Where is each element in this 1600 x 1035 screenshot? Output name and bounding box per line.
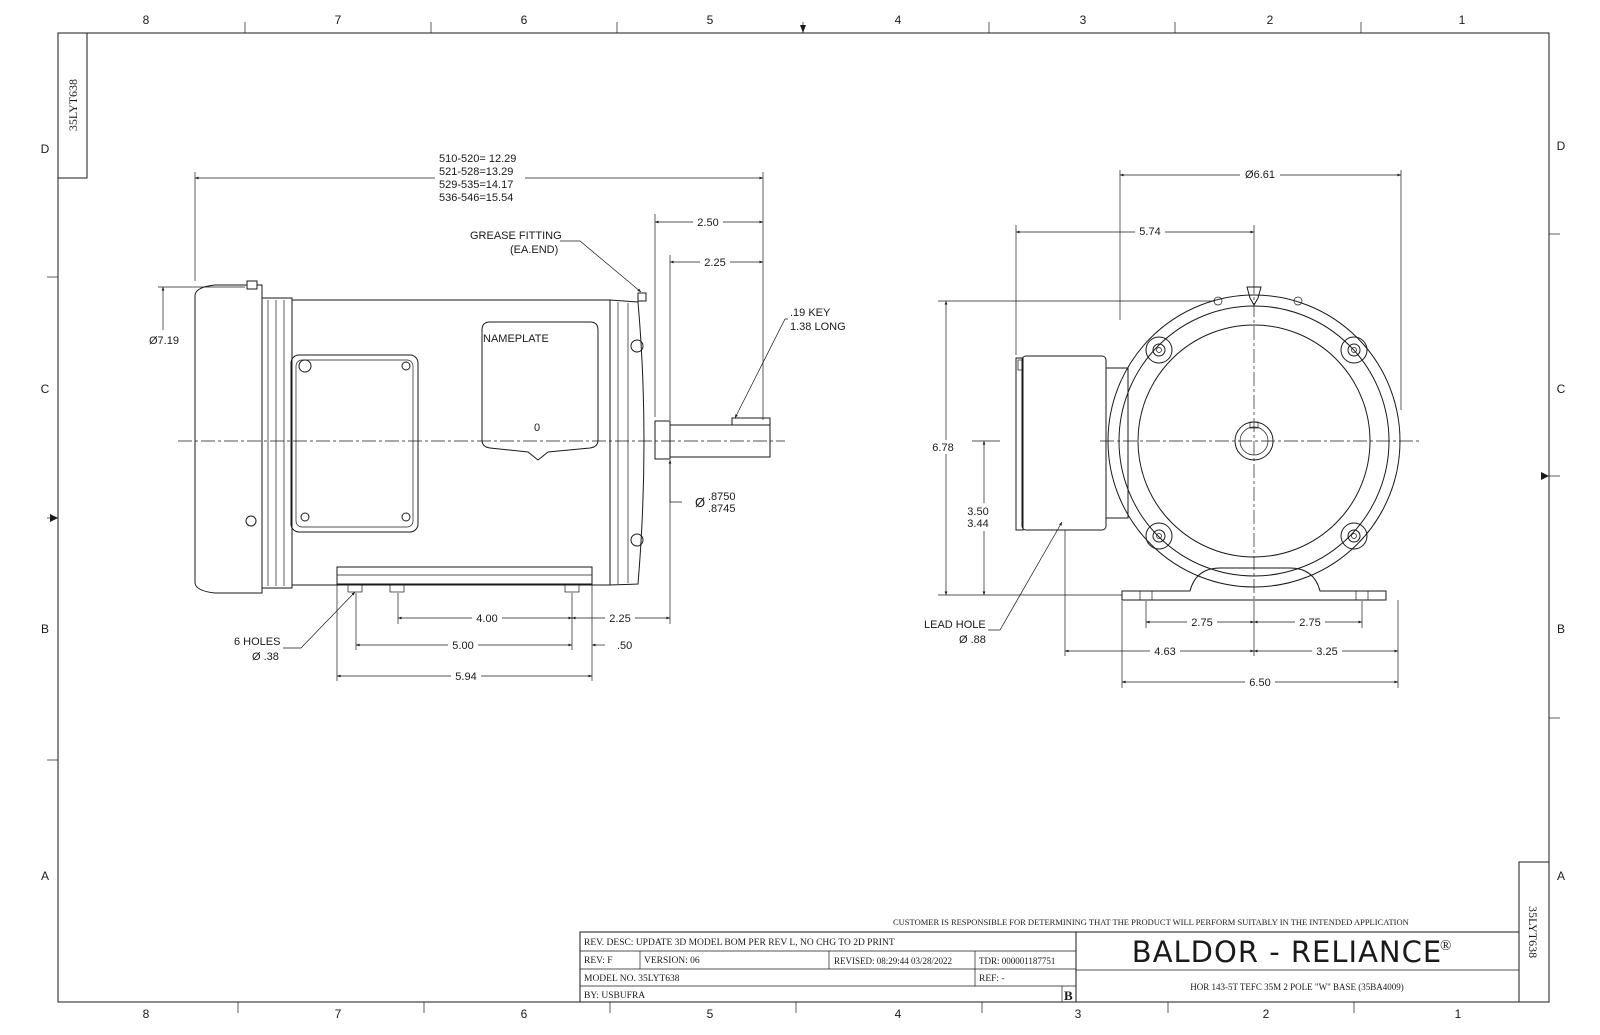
revised: REVISED: 08:29:44 03/28/2022 [834,956,952,966]
length-line-1: 510-520= 12.29 [439,153,516,165]
end-bell-circle [1137,324,1371,558]
dim-5-94: 5.94 [455,671,476,683]
zone-col-bottom-6: 3 [1075,1007,1082,1021]
rev: REV: F [584,956,613,966]
key-label-1: .19 KEY [790,307,831,319]
dim-2-25-bottom: 2.25 [609,613,630,625]
length-line-3: 529-535=14.17 [439,179,513,191]
brand-registered: ® [1440,938,1451,954]
zone-col-bottom-3: 6 [521,1007,528,1021]
version: VERSION: 06 [644,956,700,966]
end-bell-right [609,299,645,586]
dim-2-75-left: 2.75 [1191,617,1212,629]
fan-cover [194,284,263,594]
by: BY: USBUFRA [584,991,645,1001]
zone-col-top-2: 7 [335,13,342,27]
shaft-dia-1: .8750 [708,491,736,503]
dim-3-50: 3.50 [967,506,988,518]
shaft-key [731,417,771,426]
zone-col-top-1: 8 [143,13,150,27]
nameplate-label: NAMEPLATE [483,333,549,345]
zone-row-right-b: B [1557,622,1565,636]
model-no: MODEL NO. 35LYT638 [584,974,680,984]
zone-col-top-6: 3 [1080,13,1087,27]
bolt-bosses [1145,336,1368,550]
dim-5-74: 5.74 [1139,226,1160,238]
nameplate-o: 0 [534,422,540,434]
end-bell-left [261,297,293,589]
grease-fitting-label-2: (EA.END) [510,244,558,256]
shaft-dia-prefix: Ø [695,495,705,510]
dim-6-78: 6.78 [932,442,953,454]
zone-col-top-3: 6 [521,13,528,27]
sheet-border [47,22,1560,1013]
sheet-size: B [1064,988,1073,1003]
holes-label-2: Ø .38 [252,651,279,663]
zone-col-bottom-1: 8 [143,1007,150,1021]
zone-col-top-7: 2 [1267,13,1274,27]
dim-2-75-right: 2.75 [1299,617,1320,629]
side-view: NAMEPLATE 0 510-520= 12.29 521-528=13.29… [149,150,846,683]
dim-dia-7-19: Ø7.19 [149,335,179,347]
drawing-id-box-top: 35LYT638 [57,32,88,179]
top-center-arrow-icon [800,25,806,33]
title-block: CUSTOMER IS RESPONSIBLE FOR DETERMINING … [579,917,1520,1003]
zone-col-bottom-7: 2 [1263,1007,1270,1021]
ref: REF: - [979,974,1005,984]
dim-0-50: .50 [617,640,632,652]
zone-col-bottom-2: 7 [335,1007,342,1021]
shaft-collar [654,420,671,460]
nameplate-outline [481,321,599,461]
zone-col-top-8: 1 [1459,13,1466,27]
outer-frame-circle [1107,294,1401,588]
dim-3-25: 3.25 [1316,646,1337,658]
rev-desc: REV. DESC: UPDATE 3D MODEL BOM PER REV L… [584,938,895,948]
zone-row-left-b: B [41,622,49,636]
motor-frame [291,299,611,586]
length-line-4: 536-546=15.54 [439,192,513,204]
holes-label-1: 6 HOLES [234,636,280,648]
dim-5-00: 5.00 [452,640,473,652]
tdr: TDR: 000001187751 [979,956,1055,966]
zone-row-right-a: A [1557,869,1565,883]
length-line-2: 521-528=13.29 [439,166,513,178]
mounting-base [336,566,593,585]
dim-4-00: 4.00 [476,613,497,625]
end-view-base [1121,567,1387,601]
zone-row-right-c: C [1557,382,1566,396]
dim-4-63: 4.63 [1154,646,1175,658]
lead-hole-label-1: LEAD HOLE [924,619,986,631]
dim-3-44: 3.44 [967,518,988,530]
zone-row-right-d: D [1557,139,1566,153]
disclaimer: CUSTOMER IS RESPONSIBLE FOR DETERMINING … [893,917,1409,927]
drawing-id-top: 35LYT638 [66,79,80,131]
dim-2-25-top: 2.25 [704,257,725,269]
dim-6-50: 6.50 [1249,677,1270,689]
zone-col-top-5: 4 [895,13,902,27]
zone-row-left-a: A [41,869,49,883]
drawing-id-box-bottom: 35LYT638 [1518,861,1550,1003]
brand-name: BALDOR - RELIANCE [1132,935,1442,969]
key-label-2: 1.38 LONG [790,321,846,333]
left-center-arrow-icon [50,514,58,522]
zone-labels: 8 7 6 5 4 3 2 1 8 7 6 5 4 3 2 1 D C B A … [41,13,1566,1021]
zone-col-bottom-4: 5 [707,1007,714,1021]
dim-dia-6-61: Ø6.61 [1245,169,1275,181]
zone-row-left-c: C [41,382,50,396]
conduit-box-end [1021,355,1107,531]
grease-fitting-label-1: GREASE FITTING [470,230,562,242]
zone-row-left-d: D [41,142,50,156]
zone-col-bottom-5: 4 [895,1007,902,1021]
zone-col-top-4: 5 [707,13,714,27]
zone-col-bottom-8: 1 [1455,1007,1462,1021]
right-center-arrow-icon [1541,472,1549,480]
conduit-box [290,354,419,533]
description: HOR 143-5T TEFC 35M 2 POLE "W" BASE (35B… [1190,982,1404,992]
lead-hole-label-2: Ø .88 [959,634,986,646]
shaft-dia-2: .8745 [708,503,736,515]
drawing-id-bottom: 35LYT638 [1526,906,1540,958]
end-view: Ø6.61 5.74 6.78 3.50 3.44 LEAD HOLE Ø .8… [924,167,1420,689]
dim-2-50: 2.50 [697,217,718,229]
